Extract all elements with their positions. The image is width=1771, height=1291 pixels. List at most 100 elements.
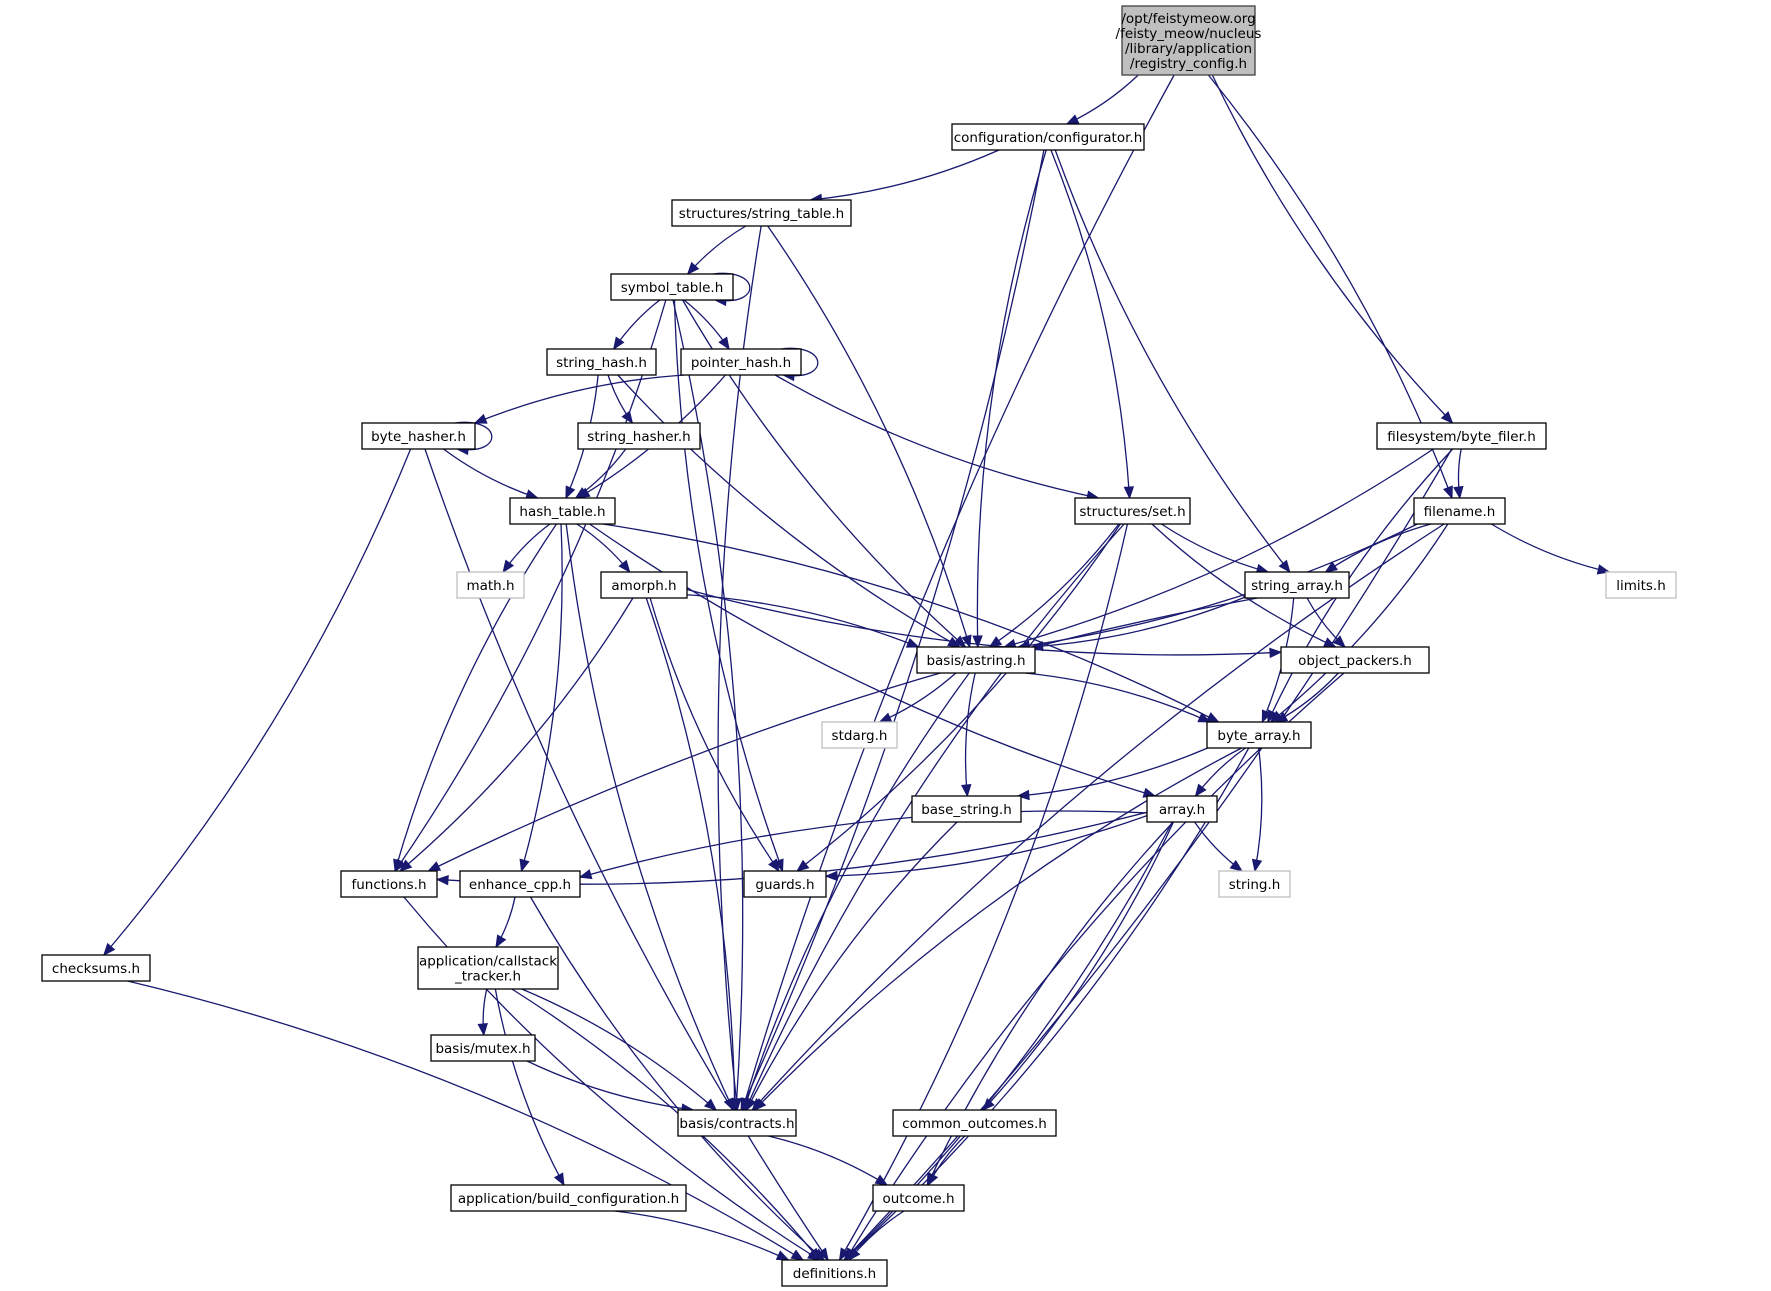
arrowhead-icon (519, 858, 530, 873)
node-array[interactable]: array.h (1146, 795, 1218, 823)
edge-amorph-to-object_packers (686, 588, 1283, 659)
arrowhead-icon (927, 1172, 939, 1187)
edge-line (474, 374, 685, 424)
node-common-outcomes[interactable]: common_outcomes.h (892, 1109, 1057, 1137)
node-functions[interactable]: functions.h (340, 870, 438, 898)
node-label: base_string.h (921, 802, 1012, 818)
edge-line (843, 448, 1453, 1261)
nodes-layer: /opt/feistymeow.org/feisty_meow/nucleus/… (41, 5, 1677, 1287)
edge-hash_table-to-enhance_cpp (519, 523, 563, 873)
node-filename[interactable]: filename.h (1413, 497, 1506, 525)
edge-line (672, 299, 744, 1111)
node-astring[interactable]: basis/astring.h (916, 646, 1036, 674)
arrowhead-icon (495, 934, 507, 949)
node-amorph[interactable]: amorph.h (600, 571, 688, 599)
arrowhead-icon (1197, 712, 1212, 723)
edge-hash_table-to-array (589, 523, 1157, 798)
node-mutex[interactable]: basis/mutex.h (430, 1034, 536, 1062)
edge-line (673, 299, 784, 872)
edge-byte_hasher-to-checksums (103, 448, 412, 957)
edge-line (774, 374, 1099, 499)
node-set[interactable]: structures/set.h (1074, 497, 1191, 525)
node-string-hash[interactable]: string_hash.h (546, 348, 657, 376)
edge-line (1270, 523, 1449, 723)
edge-line (754, 747, 1242, 1111)
node-box (680, 348, 802, 376)
edge-line (964, 672, 976, 797)
edge-line (745, 821, 958, 1111)
node-checksums[interactable]: checksums.h (41, 954, 151, 982)
edge-line (743, 672, 970, 1111)
node-outcome[interactable]: outcome.h (872, 1184, 965, 1212)
edge-object_packers-to-byte_array (1274, 672, 1339, 723)
arrowhead-icon (612, 336, 625, 351)
edge-line (1017, 747, 1208, 797)
edge-amorph-to-guards (649, 597, 780, 873)
node-byte-hasher[interactable]: byte_hasher.h (361, 422, 476, 450)
node-label: checksums.h (52, 961, 140, 977)
node-box (417, 946, 559, 990)
node-symbol-table[interactable]: symbol_table.h (610, 273, 734, 301)
node-byte-array[interactable]: byte_array.h (1206, 721, 1312, 749)
node-object-packers[interactable]: object_packers.h (1280, 646, 1430, 674)
node-label: configuration/configurator.h (954, 130, 1143, 146)
edge-checksums-to-definitions (127, 980, 805, 1261)
edge-line (844, 747, 1250, 1261)
node-hash-table[interactable]: hash_table.h (509, 497, 616, 525)
node-string-array[interactable]: string_array.h (1244, 571, 1350, 599)
edge-line (740, 149, 1045, 1111)
node-box (911, 795, 1022, 823)
node-enhance-cpp[interactable]: enhance_cpp.h (459, 870, 581, 898)
edge-line (394, 523, 557, 872)
edge-filename-to-astring (1016, 523, 1418, 651)
node-label: limits.h (1616, 578, 1666, 594)
node-contracts[interactable]: basis/contracts.h (677, 1109, 797, 1137)
edge-line (1066, 74, 1139, 125)
edge-line (751, 523, 1445, 1111)
edge-line (839, 523, 1129, 1261)
arrowhead-icon (768, 858, 780, 873)
node-box (1218, 870, 1291, 898)
arrowhead-icon (1229, 859, 1243, 872)
node-box (509, 497, 616, 525)
node-guards[interactable]: guards.h (743, 870, 827, 898)
node-box (1244, 571, 1350, 599)
node-box (892, 1109, 1057, 1137)
arrowhead-icon (1065, 114, 1080, 125)
node-byte-filer[interactable]: filesystem/byte_filer.h (1376, 422, 1547, 450)
node-box (916, 646, 1036, 674)
node-callstack-tracker[interactable]: application/callstack_tracker.h (417, 946, 559, 990)
edge-set-to-object_packers (1151, 523, 1337, 648)
node-label: application/callstack (419, 954, 557, 970)
node-box (41, 954, 151, 982)
node-label: object_packers.h (1298, 653, 1412, 669)
edge-astring-to-byte_array (1024, 672, 1212, 723)
arrowhead-icon (618, 559, 631, 574)
node-build-configuration[interactable]: application/build_configuration.h (450, 1184, 687, 1212)
edge-callstack_tracker-to-mutex (477, 988, 488, 1037)
edge-byte_array-to-base_string (1016, 747, 1208, 801)
edge-hash_table-to-functions (393, 523, 557, 873)
edge-base_string-to-contracts (745, 821, 958, 1112)
arrowhead-icon (1269, 647, 1283, 659)
node-box (951, 123, 1145, 151)
node-root[interactable]: /opt/feistymeow.org/feisty_meow/nucleus/… (1116, 5, 1262, 76)
edge-line (1254, 747, 1263, 872)
node-base-string[interactable]: base_string.h (911, 795, 1022, 823)
edge-line (1050, 149, 1131, 499)
node-string-table[interactable]: structures/string_table.h (671, 199, 852, 227)
node-string-hasher[interactable]: string_hasher.h (577, 422, 701, 450)
edge-filename-to-string_array (1324, 523, 1432, 573)
node-pointer-hash[interactable]: pointer_hash.h (680, 348, 802, 376)
node-label: string_array.h (1251, 578, 1343, 594)
arrowhead-icon (1332, 635, 1346, 648)
arrowhead-icon (961, 784, 972, 798)
node-label: guards.h (755, 877, 814, 893)
edge-set-to-definitions (838, 523, 1129, 1262)
arrowhead-icon (817, 1247, 829, 1262)
node-configurator[interactable]: configuration/configurator.h (951, 123, 1145, 151)
edge-line (1161, 523, 1269, 573)
arrowhead-icon (578, 869, 593, 880)
node-definitions[interactable]: definitions.h (781, 1259, 888, 1287)
